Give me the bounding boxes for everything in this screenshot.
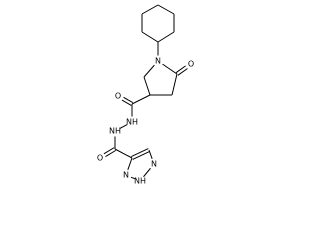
- atom-label-o_amide: O: [115, 92, 121, 101]
- bond-n1-c5: [162, 63, 178, 75]
- bond-ch6-ch1: [157, 31, 175, 43]
- atom-label-tn1: N: [151, 160, 157, 169]
- atom-label-n1: N: [155, 57, 161, 66]
- atom-label-tn2: NH: [134, 177, 146, 186]
- bond-tn2-tn3: [130, 176, 136, 180]
- bond-camide-o_amide: [121, 99, 132, 106]
- bond-c_amide2-tc4: [114, 148, 133, 159]
- atom-label-layer: N O O NH NH O N NH N: [97, 57, 194, 186]
- bond-tc4-tc5: [132, 150, 150, 160]
- bond-ch1-ch2: [141, 31, 159, 43]
- bond-tc4-tc5: [131, 148, 149, 158]
- bond-nh_a-nh_b: [119, 124, 128, 129]
- molecule-diagram: N O O NH NH O N NH N: [97, 4, 194, 186]
- bond-camide-o_amide: [123, 96, 134, 104]
- bond-tn3-tc4: [127, 157, 133, 170]
- bond-tn1-tn2: [143, 167, 151, 178]
- atom-label-o5: O: [188, 60, 194, 69]
- bond-c5-o5: [175, 65, 186, 74]
- bond-ch3-ch4: [141, 4, 159, 15]
- bond-c5-o5: [177, 68, 188, 76]
- bond-c2-n1: [143, 64, 155, 78]
- bond-c3-c2: [143, 76, 151, 96]
- bond-c_amide2-o_amide2: [103, 147, 115, 155]
- bond-c_amide2-o_amide2: [105, 149, 117, 157]
- bond-c5-c4: [171, 73, 178, 96]
- bond-tc5-tn1: [148, 149, 153, 159]
- atom-label-o_amide2: O: [97, 154, 103, 163]
- atom-label-nh_a: NH: [126, 118, 138, 127]
- bond-layer: [103, 4, 188, 180]
- atom-label-nh_b: NH: [109, 127, 121, 136]
- atom-label-tn3: N: [123, 171, 129, 180]
- bond-c3-camide: [131, 94, 151, 105]
- bond-ch4-ch5: [157, 4, 175, 15]
